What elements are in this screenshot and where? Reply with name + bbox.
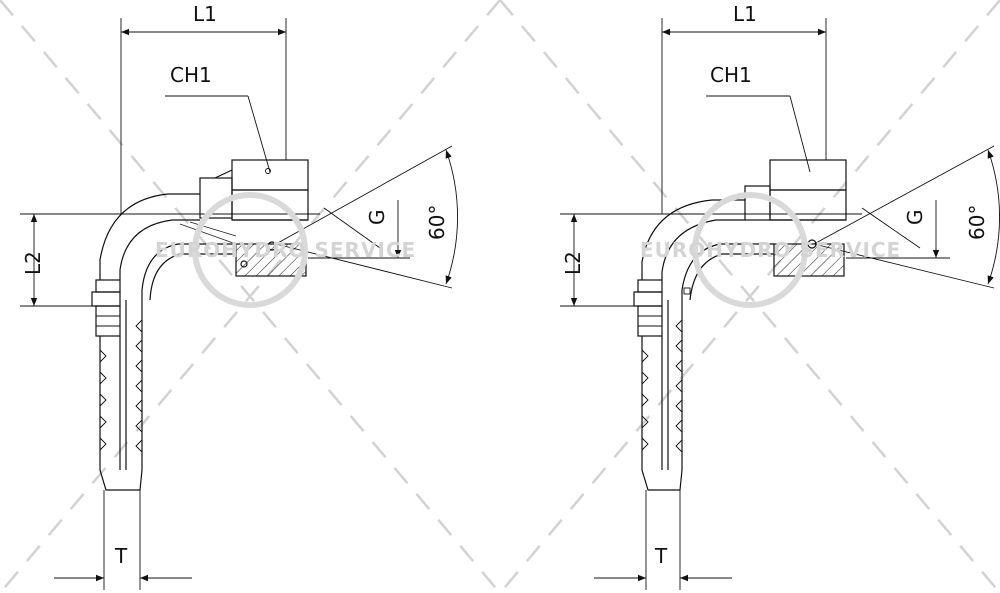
label-l1-right: L1 [733,2,757,26]
label-l2-right: L2 [561,251,585,275]
label-angle-right: 60° [965,205,989,240]
fitting-drawing-right: L1 CH1 L2 [560,2,1000,590]
dimension-angle-left [445,149,459,285]
label-angle-left: 60° [425,205,449,240]
label-ch1-right: CH1 [710,63,752,87]
label-l1-left: L1 [193,2,217,26]
label-t-left: T [114,544,128,568]
fitting-drawing-left: L1 CH1 L2 [20,2,459,590]
label-t-right: T [654,544,668,568]
label-l2-left: L2 [21,251,45,275]
watermark-logo-right: EUROHYDRO SERVICE [640,192,901,308]
label-g-left: G [365,210,389,226]
dimension-angle-right [987,149,1000,285]
hex-nut-left [231,159,309,191]
label-g-right: G [903,210,927,226]
label-ch1-left: CH1 [170,63,212,87]
watermark-text-right: EUROHYDRO SERVICE [640,238,901,262]
watermark-logo-left: EUROHYDRO SERVICE [155,192,416,308]
nut-section-hatch-right [773,243,845,277]
watermark-text-left: EUROHYDRO SERVICE [155,238,416,262]
